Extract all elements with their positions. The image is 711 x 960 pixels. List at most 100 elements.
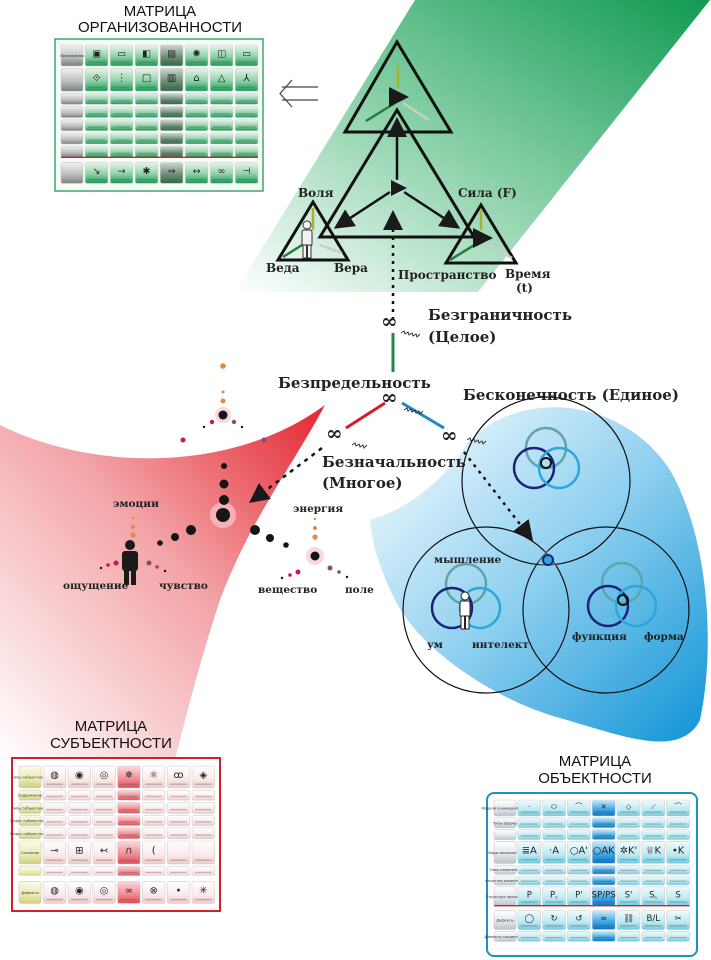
- matrix-cell[interactable]: ◍: [42, 765, 67, 789]
- matrix-row-header[interactable]: Модус субъектности: [10, 815, 50, 826]
- matrix-cell[interactable]: [191, 815, 215, 826]
- matrix-cell[interactable]: [191, 789, 215, 801]
- matrix-cell[interactable]: ◎: [92, 765, 116, 789]
- matrix-cell[interactable]: ▥: [159, 67, 184, 92]
- matrix-row-header[interactable]: Дефекты: [493, 910, 517, 930]
- matrix-cell[interactable]: ◧: [134, 44, 159, 67]
- matrix-cell[interactable]: [616, 875, 641, 886]
- matrix-cell[interactable]: ⊗: [142, 881, 166, 904]
- matrix-cell[interactable]: [591, 864, 616, 875]
- matrix-cell[interactable]: [42, 827, 67, 840]
- matrix-cell[interactable]: [166, 789, 191, 801]
- matrix-cell[interactable]: ✵: [117, 765, 141, 789]
- matrix-cell[interactable]: [209, 106, 234, 118]
- matrix-cell[interactable]: [142, 815, 166, 826]
- matrix-row-header[interactable]: [60, 145, 84, 158]
- matrix-cell[interactable]: [134, 145, 159, 158]
- matrix-cell[interactable]: [159, 93, 184, 105]
- matrix-row-header[interactable]: Дефекты: [18, 881, 42, 904]
- matrix-cell[interactable]: [567, 875, 591, 886]
- matrix-cell[interactable]: [166, 840, 191, 865]
- matrix-cell[interactable]: ○AK: [591, 841, 616, 864]
- matrix-cell[interactable]: ◯: [517, 910, 542, 930]
- matrix-cell[interactable]: [184, 93, 209, 105]
- matrix-cell[interactable]: ✳: [191, 881, 215, 904]
- matrix-row-header[interactable]: [60, 67, 84, 92]
- matrix-cell[interactable]: [42, 802, 67, 814]
- matrix-cell[interactable]: [591, 875, 616, 886]
- matrix-cell[interactable]: ≣A: [517, 841, 542, 864]
- matrix-cell[interactable]: [209, 145, 234, 158]
- matrix-cell[interactable]: [184, 132, 209, 145]
- matrix-cell[interactable]: △: [209, 67, 234, 92]
- matrix-cell[interactable]: [67, 827, 91, 840]
- matrix-cell[interactable]: [641, 931, 666, 942]
- matrix-cell[interactable]: [209, 119, 234, 132]
- matrix-cell[interactable]: [184, 106, 209, 118]
- matrix-cell[interactable]: □: [134, 67, 159, 92]
- matrix-cell[interactable]: [209, 132, 234, 145]
- matrix-row-header[interactable]: [60, 93, 84, 105]
- matrix-cell[interactable]: [517, 817, 542, 829]
- matrix-cell[interactable]: [109, 132, 134, 145]
- matrix-cell[interactable]: P꜀: [542, 886, 566, 907]
- matrix-cell[interactable]: [591, 829, 616, 840]
- matrix-cell[interactable]: ▭: [234, 44, 259, 67]
- matrix-cell[interactable]: ⚛: [142, 765, 166, 789]
- matrix-row-header[interactable]: Качество изменения: [485, 875, 525, 886]
- matrix-cell[interactable]: [542, 829, 566, 840]
- matrix-cell[interactable]: P': [567, 886, 591, 907]
- matrix-cell[interactable]: [191, 827, 215, 840]
- matrix-cell[interactable]: ⌒: [567, 799, 591, 817]
- matrix-cell[interactable]: ◇: [616, 799, 641, 817]
- matrix-cell[interactable]: [84, 106, 109, 118]
- matrix-cell[interactable]: ⟐: [84, 67, 109, 92]
- matrix-cell[interactable]: S꜀: [641, 886, 666, 907]
- matrix-cell[interactable]: [567, 864, 591, 875]
- matrix-row-header[interactable]: Модус субъектности: [10, 827, 50, 840]
- matrix-cell[interactable]: ⅄: [234, 67, 259, 92]
- matrix-cell[interactable]: ⊸: [42, 840, 67, 865]
- matrix-cell[interactable]: [159, 106, 184, 118]
- matrix-cell[interactable]: [666, 864, 690, 875]
- matrix-cell[interactable]: ↺: [567, 910, 591, 930]
- matrix-cell[interactable]: [191, 865, 215, 877]
- matrix-cell[interactable]: [166, 827, 191, 840]
- matrix-cell[interactable]: [142, 865, 166, 877]
- matrix-cell[interactable]: [666, 875, 690, 886]
- matrix-cell[interactable]: [142, 827, 166, 840]
- matrix-cell[interactable]: ✲K': [616, 841, 641, 864]
- matrix-cell[interactable]: [117, 865, 141, 877]
- matrix-cell[interactable]: [92, 802, 116, 814]
- matrix-row-header[interactable]: [60, 132, 84, 145]
- matrix-cell[interactable]: [159, 119, 184, 132]
- matrix-cell[interactable]: ◉: [67, 881, 91, 904]
- matrix-cell[interactable]: [517, 931, 542, 942]
- matrix-cell[interactable]: ◎: [92, 881, 116, 904]
- matrix-row-header[interactable]: Типы изменения: [488, 864, 521, 875]
- matrix-cell[interactable]: [234, 145, 259, 158]
- matrix-cell[interactable]: [42, 815, 67, 826]
- matrix-cell[interactable]: ·: [517, 799, 542, 817]
- matrix-cell[interactable]: [567, 931, 591, 942]
- matrix-cell[interactable]: [234, 93, 259, 105]
- matrix-cell[interactable]: [191, 840, 215, 865]
- matrix-cell[interactable]: ⋮: [109, 67, 134, 92]
- matrix-cell[interactable]: [641, 817, 666, 829]
- matrix-cell[interactable]: [542, 931, 566, 942]
- matrix-cell[interactable]: ▣: [84, 44, 109, 67]
- matrix-cell[interactable]: [67, 802, 91, 814]
- matrix-cell[interactable]: ∞: [591, 910, 616, 930]
- matrix-cell[interactable]: ⇒: [159, 162, 184, 184]
- matrix-cell[interactable]: [666, 817, 690, 829]
- matrix-cell[interactable]: [134, 132, 159, 145]
- matrix-cell[interactable]: [109, 119, 134, 132]
- matrix-row-header[interactable]: Модели взаимодействия: [482, 799, 529, 817]
- matrix-cell[interactable]: ∞: [117, 881, 141, 904]
- matrix-cell[interactable]: [209, 93, 234, 105]
- matrix-cell[interactable]: [117, 815, 141, 826]
- matrix-cell[interactable]: [134, 93, 159, 105]
- matrix-cell[interactable]: [159, 132, 184, 145]
- matrix-cell[interactable]: [517, 864, 542, 875]
- matrix-row-header[interactable]: [493, 829, 517, 840]
